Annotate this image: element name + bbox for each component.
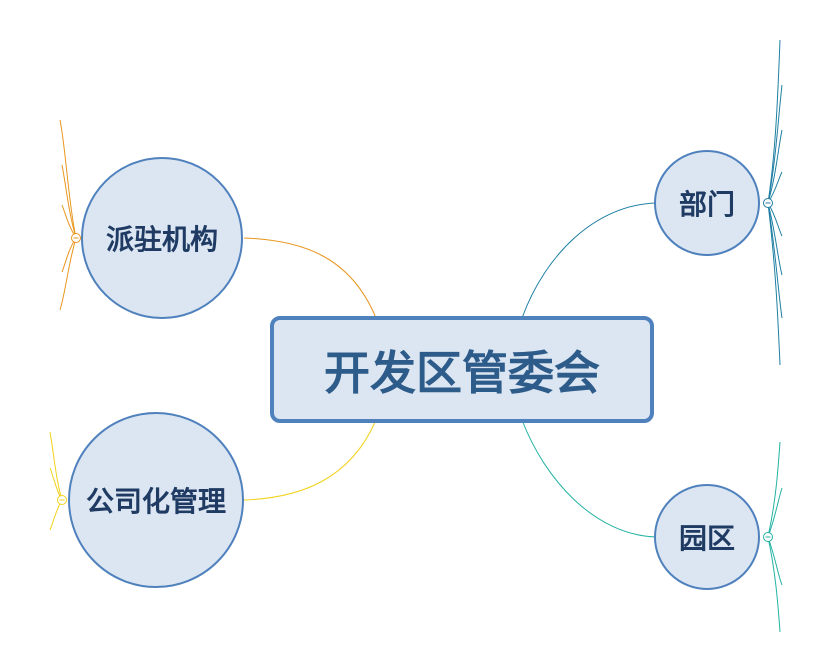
node-paizhu-label: 派驻机构 — [106, 223, 218, 256]
central-node-label: 开发区管委会 — [324, 346, 600, 400]
connector-yuanqu — [521, 419, 657, 538]
node-gongsi[interactable]: 公司化管理 — [68, 412, 244, 588]
collapse-toggle-paizhu[interactable] — [71, 233, 81, 243]
collapse-toggle-gongsi[interactable] — [57, 495, 67, 505]
connector-bumen — [521, 202, 657, 319]
leaf-fan-bumen — [767, 39, 783, 366]
central-node[interactable]: 开发区管委会 — [270, 316, 654, 423]
leaf-fan-gongsi — [49, 431, 63, 531]
leaf-fan-yuanqu — [767, 441, 783, 633]
node-gongsi-label: 公司化管理 — [86, 485, 226, 518]
connector-gongsi — [243, 419, 377, 501]
collapse-toggle-bumen[interactable] — [763, 198, 773, 208]
collapse-toggle-yuanqu[interactable] — [763, 532, 773, 542]
connector-paizhu — [243, 237, 377, 319]
node-bumen[interactable]: 部门 — [654, 150, 760, 256]
node-paizhu[interactable]: 派驻机构 — [81, 157, 243, 319]
leaf-fan-paizhu — [59, 119, 77, 311]
node-yuanqu[interactable]: 园区 — [654, 484, 760, 590]
node-yuanqu-label: 园区 — [679, 522, 735, 555]
node-bumen-label: 部门 — [679, 188, 735, 221]
